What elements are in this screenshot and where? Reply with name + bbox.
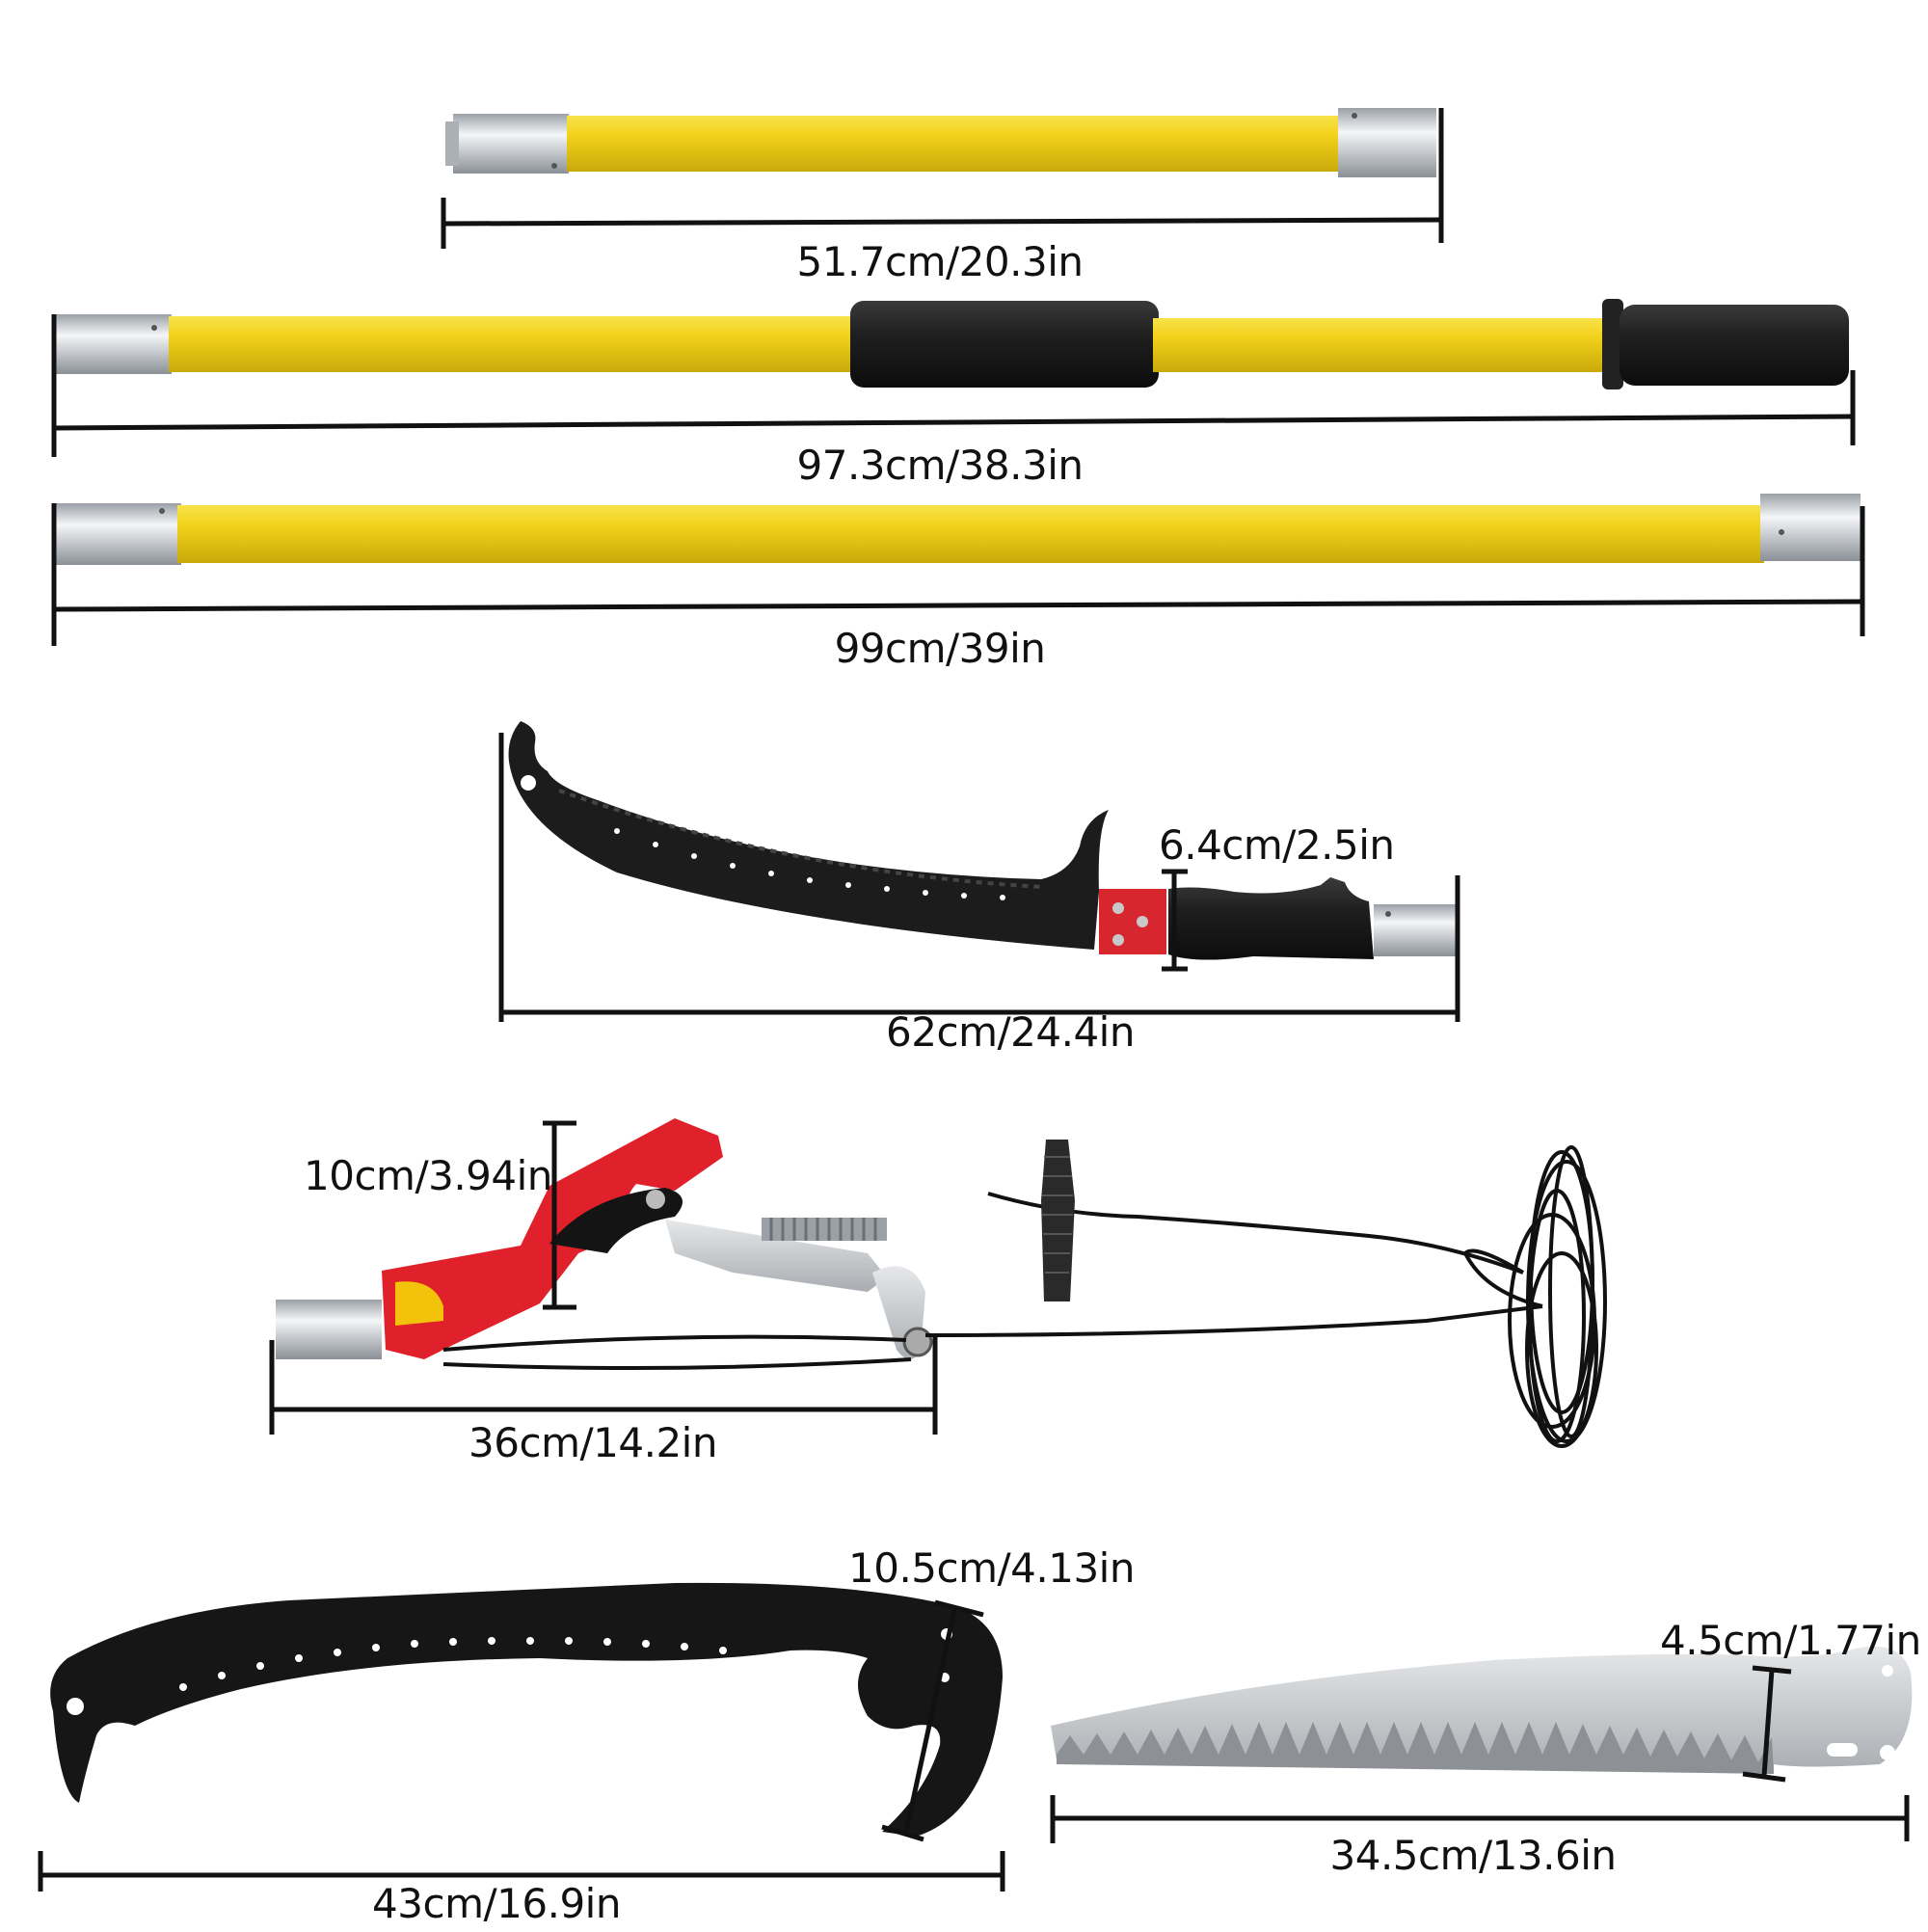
handle-pole-length-label: 97.3cm/38.3in xyxy=(796,442,1084,489)
handle-pole-dimension-line xyxy=(51,314,1856,457)
handle-pole xyxy=(56,299,1849,389)
steel-saw-width-label: 4.5cm/1.77in xyxy=(1660,1617,1921,1664)
lopper-height-label: 10cm/3.94in xyxy=(304,1152,552,1199)
black-saw-dimension-lines xyxy=(38,1599,1005,1892)
lopper-head-dimension-lines xyxy=(269,1120,938,1435)
pole-saw-dimension-lines xyxy=(498,733,1460,1022)
black-saw-blade xyxy=(50,1582,1003,1837)
long-pole xyxy=(56,494,1861,565)
steel-saw-blade xyxy=(1051,1646,1913,1774)
lopper-length-label: 36cm/14.2in xyxy=(469,1419,717,1466)
steel-saw-dimension-lines xyxy=(1050,1665,1910,1843)
pole-saw-width-label: 6.4cm/2.5in xyxy=(1159,821,1395,869)
long-pole-length-label: 99cm/39in xyxy=(834,625,1046,672)
short-pole xyxy=(445,108,1436,177)
pole-saw-length-label: 62cm/24.4in xyxy=(886,1008,1135,1056)
short-pole-length-label: 51.7cm/20.3in xyxy=(796,238,1084,285)
black-saw-length-label: 43cm/16.9in xyxy=(372,1880,621,1927)
black-saw-width-label: 10.5cm/4.13in xyxy=(848,1544,1135,1592)
short-pole-dimension-line xyxy=(441,108,1444,249)
long-pole-dimension-line xyxy=(51,503,1865,646)
pole-saw xyxy=(508,721,1459,960)
steel-saw-length-label: 34.5cm/13.6in xyxy=(1329,1832,1617,1879)
